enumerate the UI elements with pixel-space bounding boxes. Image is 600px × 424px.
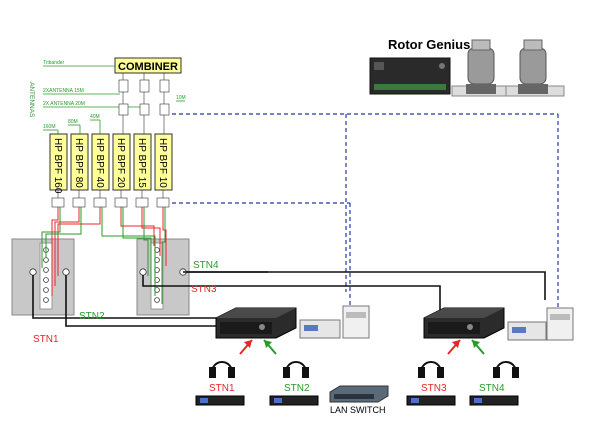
bottom-stn3-label: STN3: [421, 383, 447, 394]
rotator-1: [451, 39, 511, 97]
station-arrows: [239, 339, 485, 355]
feed-label-20m: 2X ANTENNA 20M: [43, 101, 85, 107]
filter-40: HP BPF 40: [91, 133, 110, 191]
radio-right: [423, 307, 505, 339]
stn4-label: STN4: [193, 260, 219, 271]
band-pass-filters: HP BPF 160 HP BPF 80 HP BPF 40 HP BPF 20 HP …: [49, 133, 173, 194]
filter-label: HP BPF 10: [157, 138, 168, 188]
coax-cables: [32, 271, 546, 327]
stn1-label: STN1: [33, 334, 59, 345]
switch-panel-right: [136, 238, 190, 316]
filter-80: HP BPF 80: [70, 133, 89, 191]
filter-label: HP BPF 15: [136, 138, 147, 188]
antennas-label: ANTENNAS: [28, 82, 35, 118]
filter-label: HP BPF 20: [115, 138, 126, 188]
stn2-label: STN2: [79, 311, 105, 322]
stn3-label: STN3: [191, 284, 217, 295]
rotor-genius-title: Rotor Genius: [388, 37, 470, 52]
filter-10: HP BPF 10: [154, 133, 173, 191]
feed-label-160m: 160M: [43, 124, 56, 130]
control-lines: [172, 113, 559, 308]
switch-boxes: [51, 197, 170, 208]
interface-left: [299, 305, 370, 339]
rotor-controller: [369, 57, 451, 95]
lan-switch-device: [329, 385, 389, 403]
feed-label-15m: 2XANTENNA 15M: [43, 88, 84, 94]
antenna-feed-lines: [43, 65, 185, 134]
filter-15: HP BPF 15: [133, 133, 152, 191]
bottom-stn4-label: STN4: [479, 383, 505, 394]
relay-boxes: [118, 79, 170, 116]
bottom-stn1-label: STN1: [209, 383, 235, 394]
keypad-devices: [195, 395, 519, 406]
combiner-label: COMBINER: [118, 61, 178, 73]
lan-switch-label: LAN SWITCH: [330, 405, 386, 415]
rf-cables-green: [41, 207, 166, 304]
feed-label-tribander: Tribander: [43, 60, 65, 66]
headphone-icon: [209, 361, 519, 378]
filter-label: HP BPF 80: [73, 138, 84, 188]
bottom-stn2-label: STN2: [284, 383, 310, 394]
combiner-box: COMBINER: [114, 57, 182, 74]
feed-label-80m: 80M: [68, 119, 78, 125]
rotator-2: [505, 39, 565, 97]
filter-20: HP BPF 20: [112, 133, 131, 191]
feed-label-40m: 40M: [90, 114, 100, 120]
rf-cables-red: [51, 207, 167, 296]
filter-160: HP BPF 160: [49, 133, 68, 194]
feed-label-10m: 10M: [176, 95, 186, 101]
switch-panel-left: [11, 238, 75, 316]
radio-left: [215, 307, 297, 339]
filter-label: HP BPF 160: [52, 138, 63, 194]
interface-right: [507, 307, 574, 341]
filter-label: HP BPF 40: [94, 138, 105, 188]
